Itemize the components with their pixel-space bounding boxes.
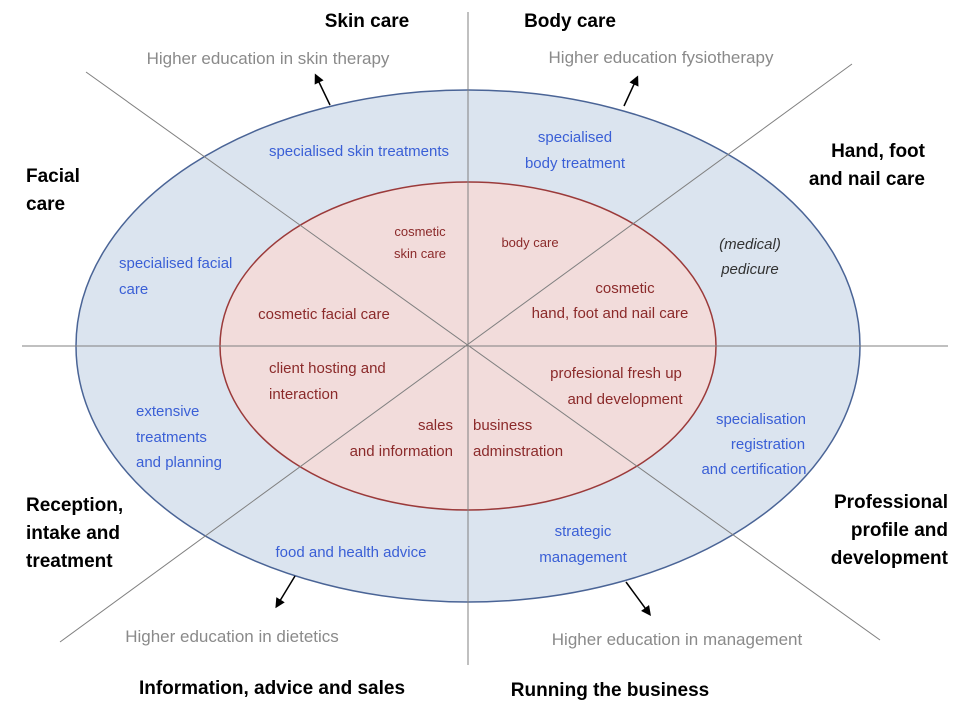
higher-ed-fysiotherapy: Higher education fysiotherapy bbox=[549, 48, 774, 67]
diagonal-divider-ne-sw bbox=[59, 63, 853, 643]
label-cosmetic-facial-care: cosmetic facial care bbox=[258, 306, 390, 323]
label-extensive-line2: treatments bbox=[136, 429, 207, 446]
arrow-fysiotherapy bbox=[623, 75, 639, 107]
label-specialised-body-line1: specialised bbox=[538, 129, 612, 146]
label-food-health-advice: food and health advice bbox=[276, 544, 427, 561]
sector-skin-care: Skin care bbox=[325, 11, 410, 32]
sector-running-business: Running the business bbox=[511, 680, 709, 701]
label-specialised-facial-line2: care bbox=[119, 281, 148, 298]
higher-ed-dietetics: Higher education in dietetics bbox=[125, 627, 339, 646]
sector-body-care: Body care bbox=[524, 11, 616, 32]
arrow-skin-therapy bbox=[314, 73, 331, 106]
higher-ed-skin-therapy: Higher education in skin therapy bbox=[147, 49, 390, 68]
label-cosmetic-skin-line2: skin care bbox=[394, 246, 446, 261]
label-specialised-body-line2: body treatment bbox=[525, 155, 626, 172]
sector-hand-foot-nail-line1: Hand, foot bbox=[831, 141, 926, 162]
arrow-dietetics bbox=[275, 575, 296, 609]
sector-professional-line1: Professional bbox=[834, 492, 948, 513]
label-fresh-up-line2: and development bbox=[567, 391, 683, 408]
label-specialisation-line1: specialisation bbox=[716, 411, 806, 428]
label-client-hosting-line1: client hosting and bbox=[269, 360, 386, 377]
label-client-hosting-line2: interaction bbox=[269, 386, 338, 403]
diagonal-divider-nw-se bbox=[85, 71, 881, 641]
higher-ed-management: Higher education in management bbox=[552, 630, 803, 649]
label-cosmetic-hand-line2: hand, foot and nail care bbox=[532, 305, 689, 322]
label-business-line2: adminstration bbox=[473, 443, 563, 460]
label-specialised-facial-line1: specialised facial bbox=[119, 255, 232, 272]
label-sales-line2: and information bbox=[350, 443, 453, 460]
label-specialised-skin-treatments: specialised skin treatments bbox=[269, 143, 449, 160]
label-business-line1: business bbox=[473, 417, 532, 434]
label-fresh-up-line1: profesional fresh up bbox=[550, 365, 682, 382]
label-specialisation-line2: registration bbox=[731, 436, 805, 453]
label-body-care: body care bbox=[501, 235, 558, 250]
sector-hand-foot-nail-line2: and nail care bbox=[809, 169, 925, 190]
label-strategic-line2: management bbox=[539, 549, 627, 566]
label-cosmetic-skin-line1: cosmetic bbox=[394, 224, 446, 239]
label-medical-pedicure-line1: (medical) bbox=[719, 236, 781, 253]
label-strategic-line1: strategic bbox=[555, 523, 612, 540]
sector-professional-line3: development bbox=[831, 548, 949, 569]
label-cosmetic-hand-line1: cosmetic bbox=[595, 280, 655, 297]
sector-information-advice-sales: Information, advice and sales bbox=[139, 678, 405, 699]
sector-reception-line3: treatment bbox=[26, 551, 113, 572]
sector-professional-line2: profile and bbox=[851, 520, 948, 541]
sector-reception-line2: intake and bbox=[26, 523, 120, 544]
label-sales-line1: sales bbox=[418, 417, 453, 434]
label-extensive-line3: and planning bbox=[136, 454, 222, 471]
arrow-management bbox=[625, 581, 651, 617]
sector-reception-line1: Reception, bbox=[26, 495, 123, 516]
label-extensive-line1: extensive bbox=[136, 403, 199, 420]
sector-facial-care-line2: care bbox=[26, 194, 65, 215]
label-medical-pedicure-line2: pedicure bbox=[720, 261, 779, 278]
label-specialisation-line3: and certification bbox=[701, 461, 806, 478]
sector-facial-care-line1: Facial bbox=[26, 166, 80, 187]
